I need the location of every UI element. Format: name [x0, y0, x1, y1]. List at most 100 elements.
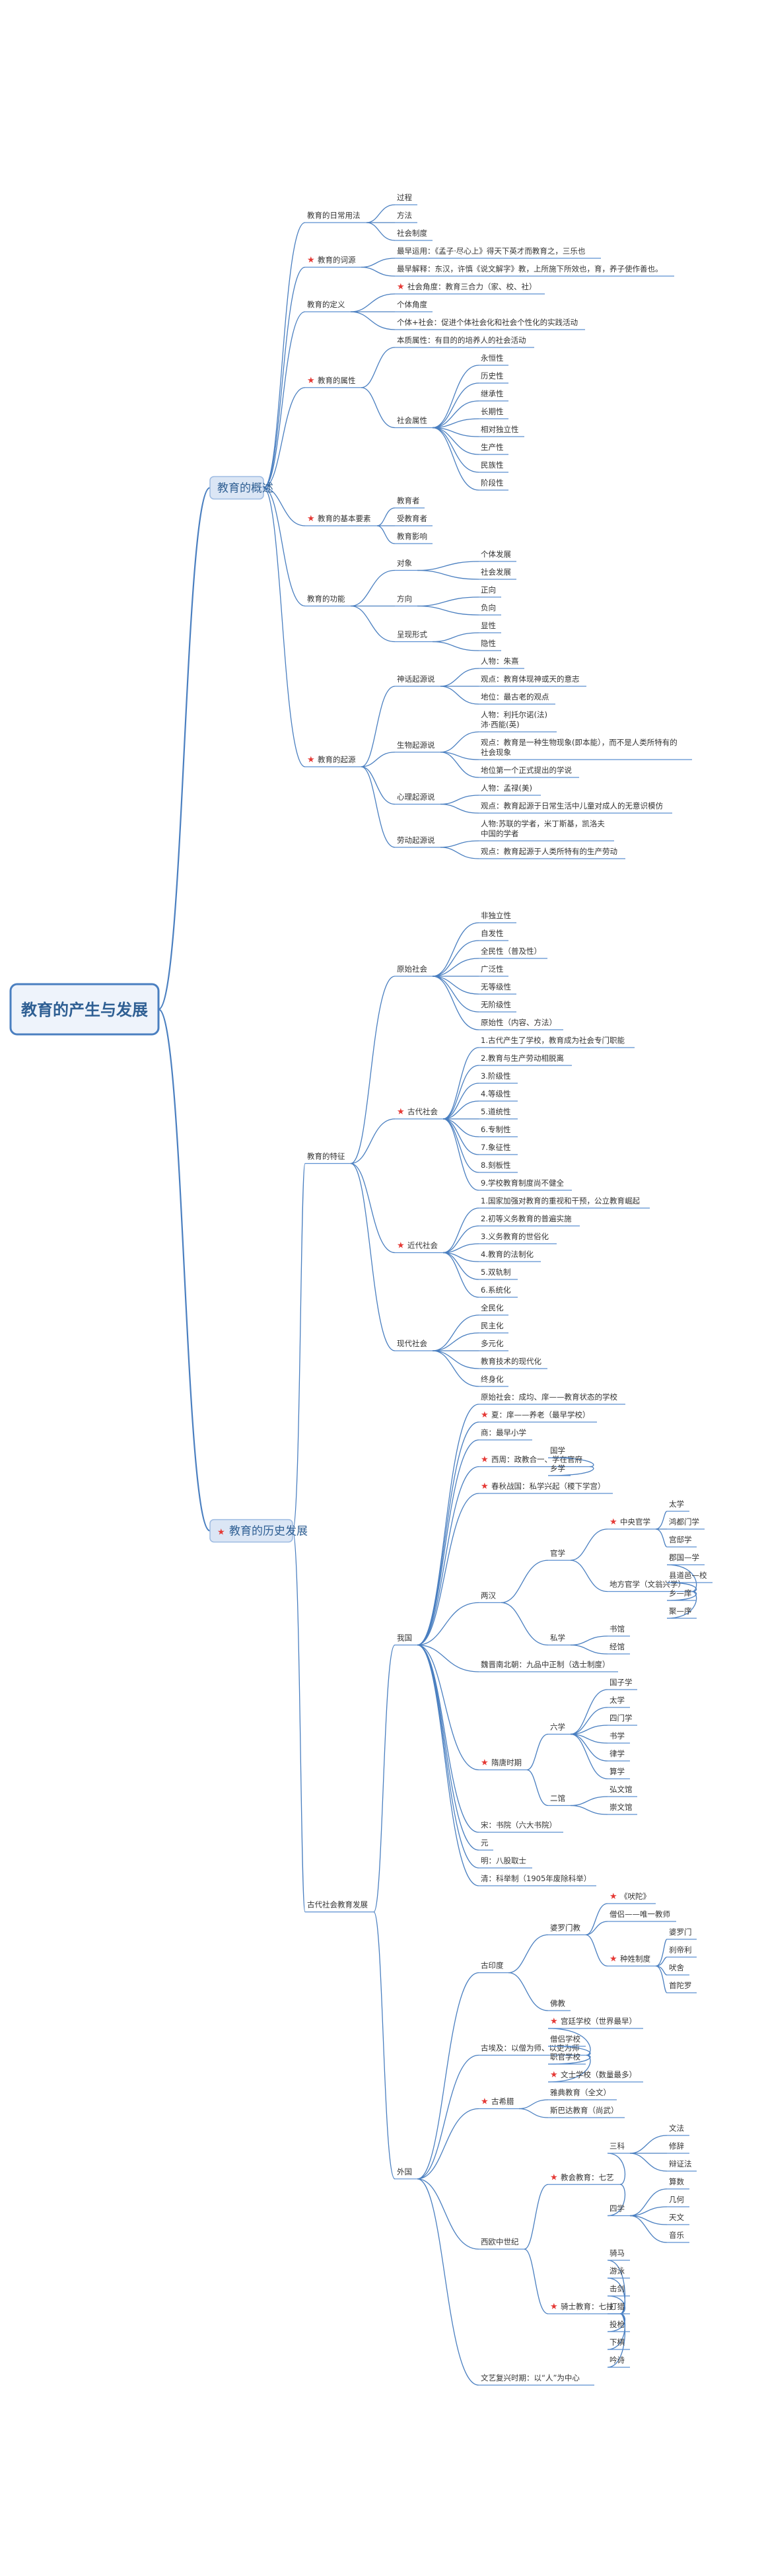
node-0-6-0-0[interactable]: 人物：朱熹: [479, 657, 524, 669]
node-0-6-2[interactable]: 心理起源说: [395, 793, 440, 805]
node-1-0-3-3[interactable]: 教育技术的现代化: [479, 1357, 547, 1369]
node-1-1-0-7[interactable]: ★隋唐时期: [479, 1758, 527, 1771]
node-0-5[interactable]: 教育的功能: [305, 594, 351, 607]
node-1-1-1[interactable]: 外国: [395, 2167, 417, 2180]
node-1-1-1-3-1-5[interactable]: 下棋: [608, 2338, 630, 2350]
node-1-1-0-5-1-1[interactable]: 经馆: [608, 1642, 630, 1655]
node-0-3-1-6[interactable]: 民族性: [479, 460, 508, 473]
node-0-3-1-1[interactable]: 历史性: [479, 371, 508, 384]
node-1-1-1-1[interactable]: 古埃及：以僧为师、以吏为师: [479, 2044, 586, 2056]
node-1-1-0-4[interactable]: ★春秋战国：私学兴起（稷下学宫）: [479, 1482, 613, 1494]
node-1-1-1-0[interactable]: 古印度: [479, 1961, 508, 1974]
node-1-1-0-5-0-1-3[interactable]: 聚—序: [667, 1606, 697, 1619]
node-1-1-0-5-1-0[interactable]: 书馆: [608, 1624, 630, 1637]
node-1-0-1-2[interactable]: 3.阶级性: [479, 1071, 518, 1084]
node-1-1-0-10[interactable]: 明：八股取士: [479, 1856, 532, 1869]
node-1-1-1-3-0-1[interactable]: 四学: [608, 2204, 630, 2217]
node-0-2-2[interactable]: 个体+社会：促进个体社会化和社会个性化的实践活动: [395, 318, 585, 330]
node-1-1-0-0[interactable]: 原始社会：成均、庠——教育状态的学校: [479, 1392, 625, 1405]
node-0-5-2-0[interactable]: 显性: [479, 621, 501, 633]
node-1-1-1-3-1-3[interactable]: 打猎: [608, 2302, 630, 2314]
node-1-1-0-5-0-0[interactable]: ★中央官学: [608, 1517, 656, 1530]
node-0-2-1[interactable]: 个体角度: [395, 300, 433, 312]
node-0-0-0[interactable]: 过程: [395, 193, 417, 205]
node-1-0-2[interactable]: ★近代社会: [395, 1241, 443, 1254]
node-0-4-0[interactable]: 教育者: [395, 496, 425, 509]
node-1-0-1-5[interactable]: 6.专制性: [479, 1125, 518, 1137]
node-1-0-0-4[interactable]: 无等级性: [479, 982, 516, 995]
node-0-5-0[interactable]: 对象: [395, 559, 417, 571]
node-1-1-0-5-0-1-1[interactable]: 县道邑—校: [667, 1571, 713, 1583]
node-1-0-2-2[interactable]: 3.义务教育的世俗化: [479, 1232, 557, 1244]
node-0-2[interactable]: 教育的定义: [305, 300, 351, 312]
node-0-6-1-0[interactable]: 人物：利托尔诺(法)沛·西能(英): [479, 710, 557, 733]
node-0-4-1[interactable]: 受教育者: [395, 514, 433, 526]
node-0-5-1-1[interactable]: 负向: [479, 603, 501, 616]
node-0-6-3-0[interactable]: 人物:苏联的学者，米丁斯基，凯洛夫中国的学者: [479, 819, 614, 841]
node-1-1-1-1-2[interactable]: 职官学校: [548, 2052, 586, 2065]
node-0-3[interactable]: ★教育的属性: [305, 376, 361, 388]
node-1-1-1-2-1[interactable]: 斯巴达教育（尚武）: [548, 2106, 625, 2118]
node-0-3-1-4[interactable]: 相对独立性: [479, 425, 524, 437]
node-1-1-0-5-0[interactable]: 官学: [548, 1548, 571, 1561]
node-1-1-0-7-0-5[interactable]: 算学: [608, 1767, 630, 1779]
node-1-1-1-2[interactable]: ★古希腊: [479, 2097, 519, 2110]
node-1-1-1-3-1-0[interactable]: 骑马: [608, 2248, 630, 2261]
node-1-0-2-4[interactable]: 5.双轨制: [479, 1268, 518, 1280]
node-1-0-0-0[interactable]: 非独立性: [479, 911, 516, 923]
node-0-6-1-1[interactable]: 观点：教育是一种生物现象(即本能），而不是人类所特有的社会现象: [479, 738, 692, 760]
node-1-1-0-7-1-0[interactable]: 弘文馆: [608, 1785, 637, 1797]
node-1-0-3-1[interactable]: 民主化: [479, 1321, 508, 1334]
node-1-0-1-1[interactable]: 2.教育与生产劳动相脱离: [479, 1054, 572, 1066]
node-1-1-0-5-0-0-2[interactable]: 宫邸学: [667, 1535, 697, 1548]
node-1-1-1-0-0-2-3[interactable]: 首陀罗: [667, 1981, 697, 1993]
node-0-3-1-5[interactable]: 生产性: [479, 443, 508, 455]
node-0-5-2[interactable]: 呈现形式: [395, 630, 433, 643]
node-1-0-1-3[interactable]: 4.等级性: [479, 1089, 518, 1102]
node-1-1-1-3-0-0-0[interactable]: 文法: [667, 2124, 689, 2136]
node-1-1-0-8[interactable]: 宋：书院（六大书院）: [479, 1820, 563, 1833]
section-node-0[interactable]: 教育的概述: [209, 476, 273, 500]
node-0-6-2-0[interactable]: 人物：孟禄(美): [479, 783, 541, 796]
node-1-1[interactable]: 古代社会教育发展: [305, 1900, 374, 1913]
node-1-1-0[interactable]: 我国: [395, 1633, 417, 1646]
node-1-1-1-0-1[interactable]: 佛教: [548, 1999, 571, 2011]
node-1-0-1-4[interactable]: 5.道统性: [479, 1107, 518, 1120]
node-1-1-0-7-0[interactable]: 六学: [548, 1723, 571, 1735]
node-1-1-1-3-0-0-2[interactable]: 辩证法: [667, 2159, 697, 2172]
node-0-3-1[interactable]: 社会属性: [395, 416, 433, 429]
node-0-3-1-3[interactable]: 长期性: [479, 407, 508, 419]
node-1-1-0-5[interactable]: 两汉: [479, 1591, 501, 1603]
node-1-0-0-6[interactable]: 原始性（内容、方法）: [479, 1018, 563, 1030]
node-1-1-0-11[interactable]: 清：科举制（1905年废除科举）: [479, 1874, 596, 1886]
node-1-1-1-3-0-1-2[interactable]: 天文: [667, 2213, 689, 2225]
node-1-1-0-7-0-2[interactable]: 四门学: [608, 1713, 637, 1726]
node-1-1-0-7-1-1[interactable]: 崇文馆: [608, 1803, 637, 1815]
node-1-0[interactable]: 教育的特征: [305, 1152, 351, 1164]
node-1-1-0-5-0-0-0[interactable]: 太学: [667, 1499, 689, 1512]
node-1-0-0-1[interactable]: 自发性: [479, 929, 508, 941]
node-1-1-1-0-0[interactable]: 婆罗门教: [548, 1923, 586, 1935]
node-0-1[interactable]: ★教育的词源: [305, 256, 361, 268]
node-0-4-2[interactable]: 教育影响: [395, 532, 433, 544]
node-0-2-0[interactable]: ★社会角度：教育三合力（家、校、社）: [395, 282, 545, 295]
node-1-1-0-2[interactable]: 商：最早小学: [479, 1428, 532, 1441]
node-1-1-1-3-0-0[interactable]: 三科: [608, 2141, 630, 2154]
node-1-1-0-7-0-4[interactable]: 律学: [608, 1749, 630, 1762]
node-1-1-1-3-1-6[interactable]: 吟诗: [608, 2355, 630, 2368]
node-1-1-0-7-0-0[interactable]: 国子学: [608, 1678, 637, 1690]
node-1-0-0-3[interactable]: 广泛性: [479, 964, 508, 977]
node-1-1-0-5-0-1[interactable]: 地方官学（文翁兴学）: [608, 1580, 692, 1592]
node-1-0-0-2[interactable]: 全民性（普及性）: [479, 947, 547, 959]
node-0-3-0[interactable]: 本质属性：有目的的培养人的社会活动: [395, 336, 534, 348]
node-1-1-1-0-0-0[interactable]: ★《吠陀》: [608, 1892, 656, 1904]
node-0-4[interactable]: ★教育的基本要素: [305, 514, 377, 526]
node-0-6[interactable]: ★教育的起源: [305, 755, 361, 768]
node-1-1-1-0-0-2-0[interactable]: 婆罗门: [667, 1927, 697, 1940]
node-1-1-1-0-0-2[interactable]: ★种姓制度: [608, 1954, 656, 1967]
node-1-0-1[interactable]: ★古代社会: [395, 1107, 443, 1120]
node-0-5-2-1[interactable]: 隐性: [479, 639, 501, 651]
node-1-0-3[interactable]: 现代社会: [395, 1339, 433, 1351]
node-1-1-1-3-1-4[interactable]: 投枪: [608, 2320, 630, 2332]
node-1-0-3-0[interactable]: 全民化: [479, 1303, 508, 1316]
